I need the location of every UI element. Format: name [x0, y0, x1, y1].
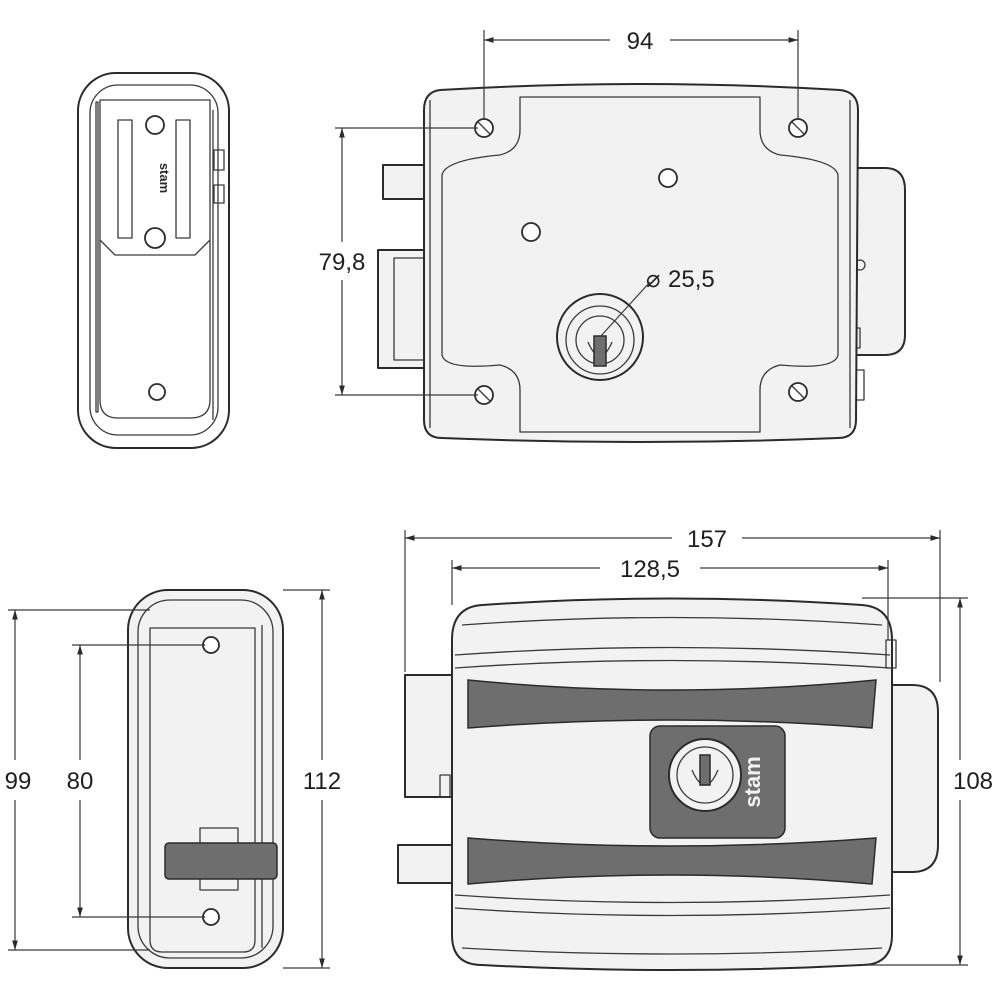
- dim-128-5-label: 128,5: [620, 556, 680, 583]
- screw-hole: [144, 227, 166, 249]
- dim-94-label: 94: [627, 28, 654, 55]
- dim-99-label: 99: [5, 768, 32, 795]
- side-logo-text: stam: [157, 163, 172, 193]
- cover-view-dimensions: 157 128,5 108: [404, 526, 993, 966]
- side-view-top-left: stam: [77, 72, 230, 449]
- dim-108-label: 108: [953, 768, 993, 795]
- dim-112-label: 112: [303, 768, 341, 795]
- bottom-grip: [467, 837, 877, 885]
- front-view-dimensions: 94 79,8 ⌀ 25,5: [319, 28, 799, 396]
- cover-view-lock: stam: [397, 597, 939, 971]
- cover-logo-text: stam: [740, 756, 765, 807]
- dim-79-8-label: 79,8: [319, 249, 366, 276]
- side-view-dimensions: 99 80 112: [5, 589, 341, 969]
- top-grip: [467, 679, 877, 729]
- front-view-lock-body: [377, 83, 906, 443]
- latch-bolt: [164, 842, 278, 880]
- dim-25-5-label: 25,5: [668, 266, 715, 293]
- side-view-bottom-left: [127, 589, 284, 969]
- diameter-symbol: ⌀: [646, 266, 660, 293]
- screw-hole: [145, 115, 165, 135]
- key-cylinder: [556, 293, 644, 381]
- screw-hole: [202, 908, 220, 926]
- dim-80-label: 80: [67, 768, 94, 795]
- screw-hole: [202, 636, 220, 654]
- screw-hole: [148, 383, 166, 401]
- dim-157-label: 157: [687, 526, 727, 553]
